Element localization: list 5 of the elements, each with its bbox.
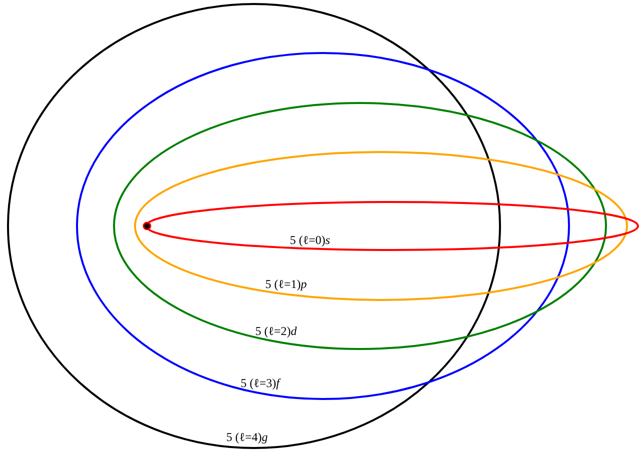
orbit-label: 5 (ℓ=0)s: [290, 234, 330, 246]
orbit-label: 5 (ℓ=2)d: [255, 325, 297, 337]
orbit-label: 5 (ℓ=1)p: [265, 278, 307, 290]
orbit-label: 5 (ℓ=4)g: [226, 431, 268, 443]
orbit-label: 5 (ℓ=3)f: [240, 377, 280, 389]
